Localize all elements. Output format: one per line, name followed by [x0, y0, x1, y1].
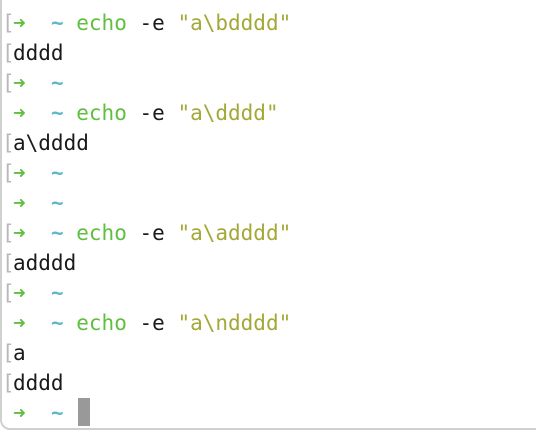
line-marker [2, 308, 13, 338]
command-name: echo [76, 11, 127, 35]
prompt-arrow-icon: ➜ [13, 11, 26, 35]
output-line: [dddd [2, 38, 291, 68]
line-marker: [ [2, 221, 15, 245]
line-marker [2, 188, 13, 218]
prompt-line: [➜ ~ [2, 68, 291, 98]
prompt-directory: ~ [50, 11, 64, 35]
line-marker [2, 98, 13, 128]
prompt-arrow-icon: ➜ [13, 71, 26, 95]
prompt-directory: ~ [50, 161, 64, 185]
output-line: [dddd [2, 368, 291, 398]
prompt-directory: ~ [50, 191, 64, 215]
command-name: echo [76, 311, 127, 335]
prompt-line: [➜ ~ [2, 158, 291, 188]
command-name: echo [76, 221, 127, 245]
command-string-arg: "a\dddd" [177, 101, 279, 125]
prompt-arrow-icon: ➜ [13, 161, 26, 185]
line-marker: [ [2, 281, 15, 305]
prompt-line: [➜ ~ [2, 278, 291, 308]
text-cursor [78, 398, 91, 426]
prompt-directory: ~ [50, 311, 64, 335]
prompt-line: ➜ ~ [2, 188, 291, 218]
line-marker: [ [2, 11, 15, 35]
prompt-line: ➜ ~ [2, 398, 291, 428]
line-marker [2, 398, 13, 428]
prompt-directory: ~ [50, 401, 64, 425]
prompt-arrow-icon: ➜ [13, 101, 26, 125]
line-marker: [ [2, 371, 15, 395]
command-output-text: adddd [13, 251, 77, 275]
prompt-directory: ~ [50, 221, 64, 245]
command-string-arg: "a\bdddd" [177, 11, 292, 35]
prompt-line: ➜ ~ echo -e "a\dddd" [2, 98, 291, 128]
line-marker: [ [2, 71, 15, 95]
line-marker: [ [2, 161, 15, 185]
prompt-line: ➜ ~ echo -e "a\ndddd" [2, 308, 291, 338]
line-marker: [ [2, 341, 15, 365]
command-string-arg: "a\adddd" [177, 221, 292, 245]
command-flag: -e [139, 311, 165, 335]
output-line: [a\dddd [2, 128, 291, 158]
line-marker: [ [2, 251, 15, 275]
output-line: [adddd [2, 248, 291, 278]
line-marker: [ [2, 41, 15, 65]
command-flag: -e [139, 101, 165, 125]
prompt-directory: ~ [50, 101, 64, 125]
prompt-arrow-icon: ➜ [13, 281, 26, 305]
prompt-line: [➜ ~ echo -e "a\adddd" [2, 218, 291, 248]
command-flag: -e [139, 11, 165, 35]
prompt-directory: ~ [50, 281, 64, 305]
terminal-output: [➜ ~ echo -e "a\bdddd"[dddd[➜ ~ ➜ ~ echo… [2, 8, 291, 428]
prompt-arrow-icon: ➜ [13, 191, 26, 215]
command-output-text: a\dddd [13, 131, 89, 155]
command-output-text: dddd [13, 371, 64, 395]
command-flag: -e [139, 221, 165, 245]
prompt-line: [➜ ~ echo -e "a\bdddd" [2, 8, 291, 38]
command-output-text: a [13, 341, 26, 365]
prompt-arrow-icon: ➜ [13, 401, 26, 425]
command-output-text: dddd [13, 41, 64, 65]
output-line: [a [2, 338, 291, 368]
prompt-arrow-icon: ➜ [13, 221, 26, 245]
command-string-arg: "a\ndddd" [177, 311, 292, 335]
line-marker: [ [2, 131, 15, 155]
prompt-arrow-icon: ➜ [13, 311, 26, 335]
command-name: echo [76, 101, 127, 125]
prompt-directory: ~ [50, 71, 64, 95]
